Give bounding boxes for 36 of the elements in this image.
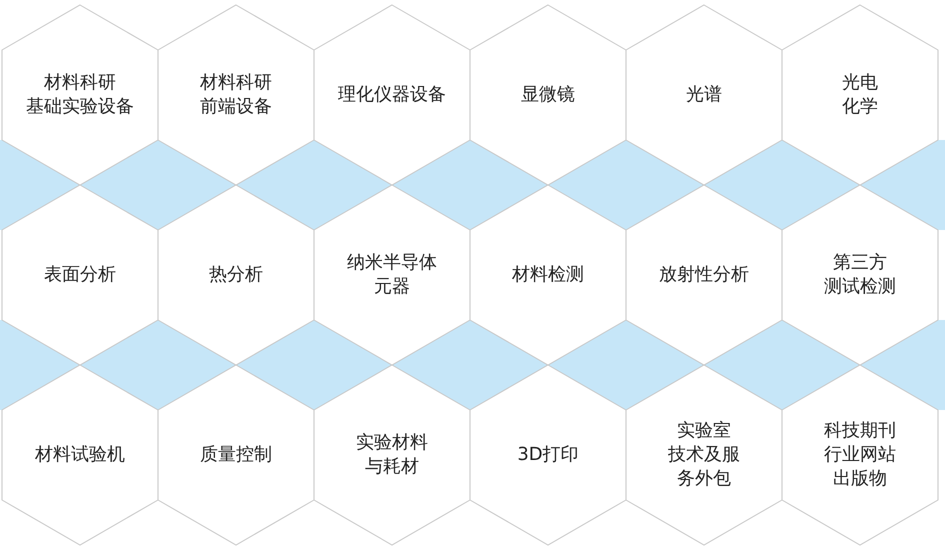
hexagon-tile (314, 185, 470, 365)
hexagon-tile (2, 185, 158, 365)
hexagon-tile (2, 5, 158, 185)
tile-label: 放射性分析 (659, 263, 749, 287)
tile-label: 实验材料与耗材 (356, 431, 428, 479)
tile-label: 热分析 (209, 263, 263, 287)
tile-label: 表面分析 (44, 263, 116, 287)
hexagon-tile (314, 5, 470, 185)
hexagon-tile (782, 185, 938, 365)
hexagon-tile (158, 185, 314, 365)
tile-label: 质量控制 (200, 443, 272, 467)
hexagon-tile (626, 185, 782, 365)
tile-label: 纳米半导体元器 (347, 251, 437, 299)
tile-label: 材料试验机 (35, 443, 125, 467)
hexagon-tile (158, 5, 314, 185)
tile-label: 材料科研基础实验设备 (26, 71, 134, 119)
hexagon-tile (626, 5, 782, 185)
hexagon-tile (626, 365, 782, 545)
tile-label: 显微镜 (521, 83, 575, 107)
hexagon-tile (782, 365, 938, 545)
tile-label: 第三方测试检测 (824, 251, 896, 299)
tile-label: 光电化学 (842, 71, 878, 119)
hexagon-tile (470, 5, 626, 185)
tile-label: 实验室技术及服务外包 (668, 419, 740, 491)
tile-label: 材料科研前端设备 (200, 71, 272, 119)
hexagon-tile (314, 365, 470, 545)
hexagon-tile (158, 365, 314, 545)
tile-label: 材料检测 (512, 263, 584, 287)
hexagon-tile (782, 5, 938, 185)
hexagon-tile (470, 185, 626, 365)
hexagon-tile (2, 365, 158, 545)
tile-label: 理化仪器设备 (338, 83, 446, 107)
tile-label: 光谱 (686, 83, 722, 107)
hexagon-tile (470, 365, 626, 545)
tile-label: 科技期刊行业网站出版物 (824, 419, 896, 491)
tile-label: 3D打印 (517, 443, 579, 467)
